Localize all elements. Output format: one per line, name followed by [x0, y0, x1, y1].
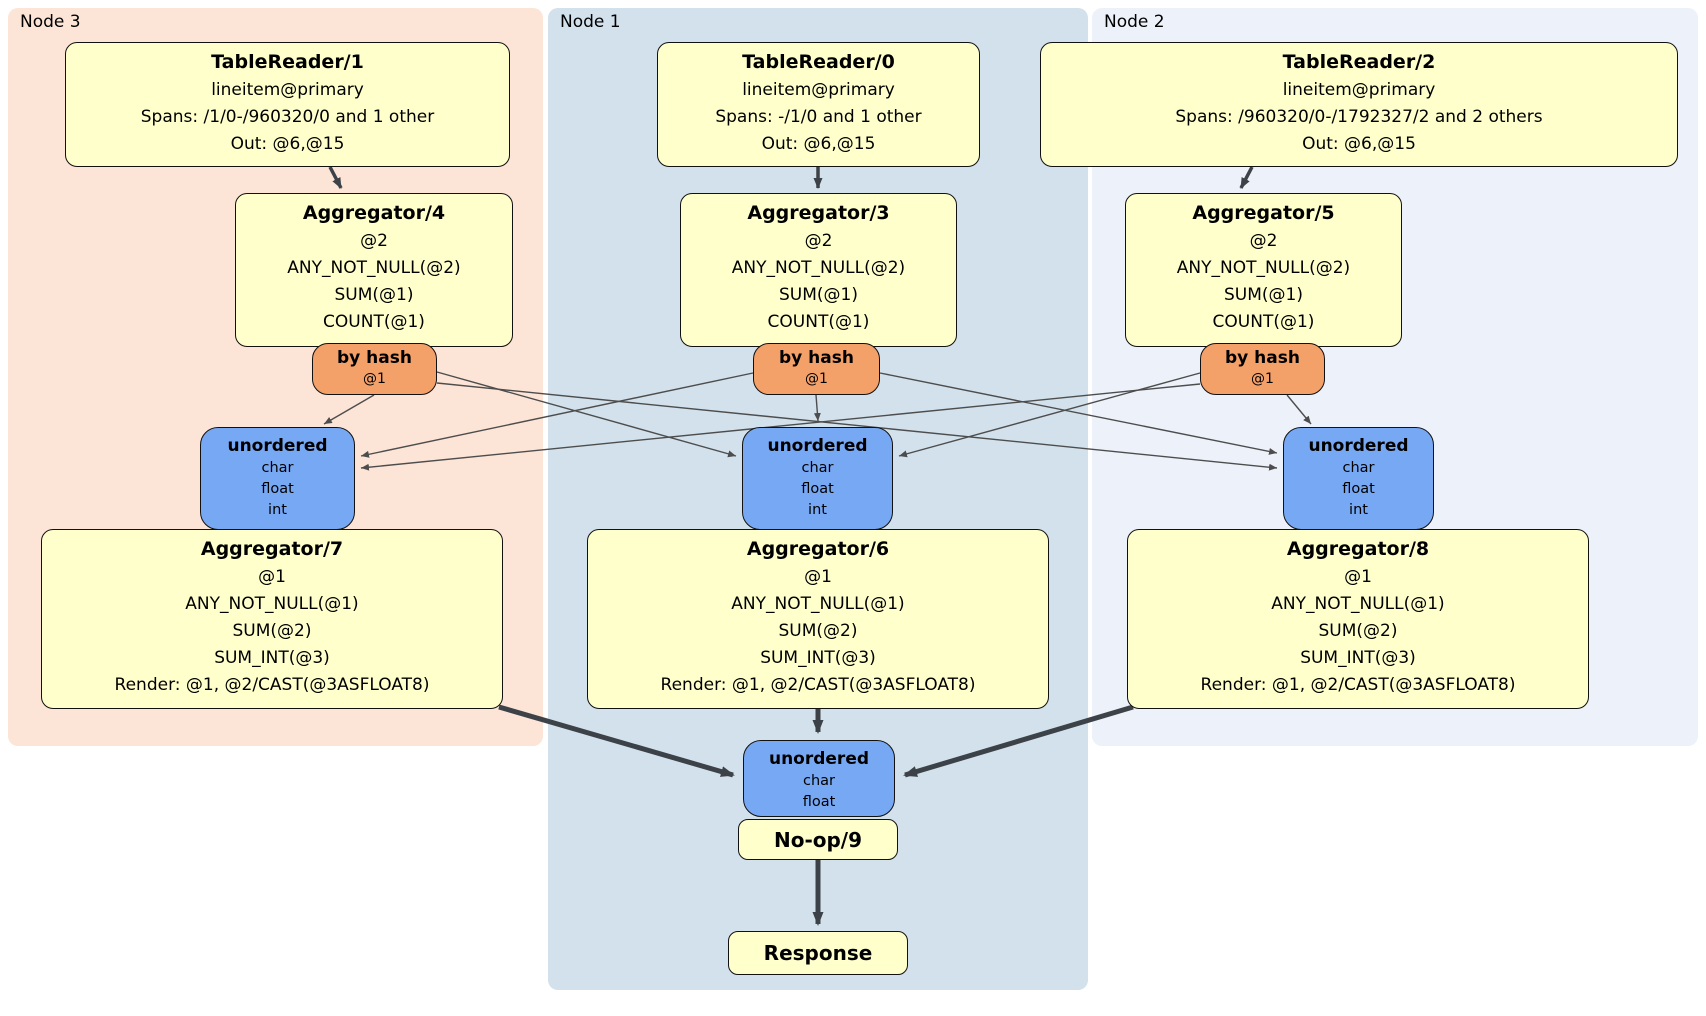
edge-ag8-final [903, 704, 1134, 778]
aggregator-7-box: Aggregator/7 @1 ANY_NOT_NULL(@1) SUM(@2)… [41, 529, 503, 709]
box-title: Aggregator/8 [1286, 538, 1430, 560]
stream-edge-r1-s1 [813, 394, 821, 422]
edge-tr2-ag5 [1239, 166, 1254, 189]
stream-edge-r3-s1 [436, 371, 737, 458]
tablereader-1-box: TableReader/1 lineitem@primary Spans: /1… [65, 42, 510, 167]
node3-label: Node 3 [20, 12, 81, 32]
response-box: Response [728, 931, 908, 975]
box-title: TableReader/1 [211, 51, 364, 73]
aggregator-3-box: Aggregator/3 @2 ANY_NOT_NULL(@2) SUM(@1)… [680, 193, 957, 347]
stream-edge-r3-s2 [436, 382, 1278, 471]
tablereader-2-box: TableReader/2 lineitem@primary Spans: /9… [1040, 42, 1678, 167]
box-title: Aggregator/3 [747, 202, 890, 224]
aggregator-4-box: Aggregator/4 @2 ANY_NOT_NULL(@2) SUM(@1)… [235, 193, 513, 347]
stream-edge-r2-s2 [1286, 394, 1312, 425]
unordered-sync-node1: unordered char float int [742, 427, 893, 530]
box-title: TableReader/0 [742, 51, 895, 73]
hash-router-node2: by hash @1 [1200, 343, 1325, 395]
node1-label: Node 1 [560, 12, 621, 32]
hash-router-node3: by hash @1 [312, 343, 437, 395]
unordered-sync-final: unordered char float [743, 740, 895, 817]
stream-edge-r1-s2 [879, 372, 1278, 455]
edge-tr1-ag4 [328, 166, 343, 189]
unordered-sync-node3: unordered char float int [200, 427, 355, 530]
unordered-sync-node2: unordered char float int [1283, 427, 1434, 530]
box-title: Aggregator/4 [302, 202, 446, 224]
box-title: Aggregator/7 [200, 538, 344, 560]
stream-edge-r1-s3 [360, 372, 754, 458]
hash-router-node1: by hash @1 [753, 343, 880, 395]
noop-9-box: No-op/9 [738, 819, 898, 860]
edge-ag7-final [498, 704, 735, 778]
tablereader-0-box: TableReader/0 lineitem@primary Spans: -/… [657, 42, 980, 167]
stream-edge-r2-s1 [898, 372, 1201, 458]
box-title: TableReader/2 [1282, 51, 1436, 73]
aggregator-8-box: Aggregator/8 @1 ANY_NOT_NULL(@1) SUM(@2)… [1127, 529, 1589, 709]
stream-edge-r2-s3 [360, 383, 1201, 471]
aggregator-6-box: Aggregator/6 @1 ANY_NOT_NULL(@1) SUM(@2)… [587, 529, 1049, 709]
node2-label: Node 2 [1104, 12, 1165, 32]
stream-edge-r3-s3 [323, 394, 375, 425]
aggregator-5-box: Aggregator/5 @2 ANY_NOT_NULL(@2) SUM(@1)… [1125, 193, 1402, 347]
box-title: Aggregator/5 [1192, 202, 1335, 224]
box-title: Aggregator/6 [746, 538, 890, 560]
